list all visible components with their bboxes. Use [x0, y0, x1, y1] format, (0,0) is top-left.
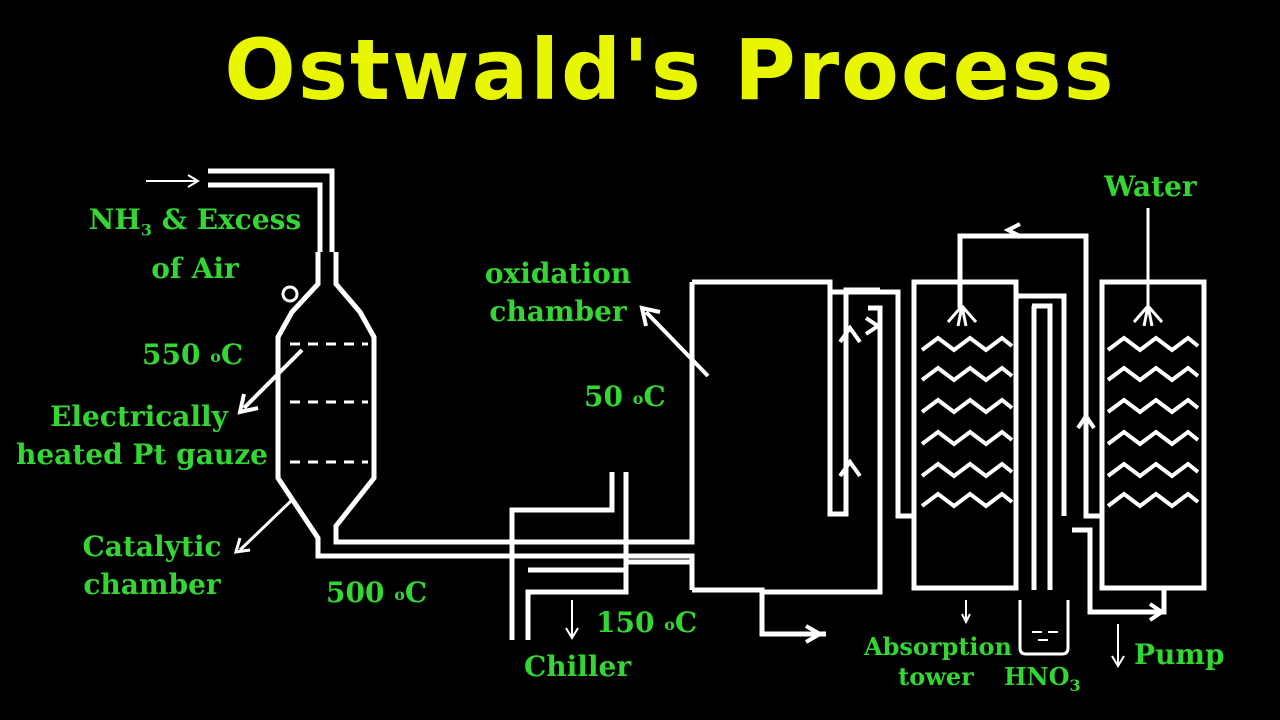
feed-arrow [146, 174, 200, 188]
catalytic-chamber-right [333, 252, 695, 545]
absorption-line2: tower [898, 662, 974, 691]
up-arrow [1076, 412, 1096, 430]
pt-gauze-label: Electrically heated Pt gauze [16, 398, 268, 474]
oxidation-chamber-label: oxidation chamber [484, 255, 632, 331]
temp-50-degree: o [632, 389, 644, 408]
inlet-valve [281, 285, 299, 303]
down-arrows [565, 600, 1125, 668]
temp-550-label: 550 oC [142, 336, 243, 374]
feed-label-sub: 3 [140, 220, 152, 240]
sprayers [946, 305, 1164, 327]
temp-50-label: 50 oC [584, 378, 666, 416]
catalytic-chamber-label: Catalytic chamber [80, 528, 224, 604]
temp-500-degree: o [394, 585, 405, 604]
temp-150-degree: o [664, 615, 675, 634]
feed-label-rest: & Excess [152, 203, 302, 236]
pump-label: Pump [1134, 638, 1225, 671]
pt-gauze-line2: heated Pt gauze [16, 438, 268, 471]
chiller-label: Chiller [524, 650, 632, 683]
temp-550-unit: C [220, 338, 244, 371]
temp-50-value: 50 [584, 380, 633, 413]
absorption-line1: Absorption [864, 632, 1013, 661]
chiller-unit [509, 472, 692, 640]
pointer-arrows [233, 305, 710, 554]
absorption-tower-2 [1072, 208, 1207, 615]
hno3-label: HNO3 [1004, 662, 1081, 701]
hno3-text: HNO [1004, 662, 1070, 691]
temp-150-label: 150 oC [596, 604, 697, 642]
oxidation-line2: chamber [489, 295, 627, 328]
temp-500-unit: C [404, 576, 428, 609]
pt-gauze-line1: Electrically [50, 400, 228, 433]
catalytic-line1: Catalytic [82, 530, 222, 563]
catalytic-line2: chamber [83, 568, 221, 601]
temp-500-value: 500 [326, 576, 395, 609]
page-title: Ostwald's Process [224, 21, 1116, 119]
temp-50-unit: C [643, 380, 666, 413]
hno3-beaker [1018, 600, 1070, 656]
oxidation-chamber-box [692, 279, 914, 637]
hno3-sub: 3 [1069, 675, 1081, 695]
temp-150-unit: C [674, 606, 698, 639]
temp-550-value: 550 [142, 338, 211, 371]
temp-500-label: 500 oC [326, 574, 427, 612]
temp-550-degree: o [210, 347, 221, 366]
feed-label: NH3 & Excess of Air [86, 201, 304, 288]
feed-pipe [208, 168, 335, 252]
flow-arrows [805, 316, 882, 644]
catalytic-chamber [275, 252, 695, 590]
oxidation-line1: oxidation [484, 257, 632, 290]
absorption-tower-label: Absorption tower [864, 632, 1012, 692]
pt-gauze [290, 342, 368, 464]
tower-packing [920, 335, 1200, 509]
feed-label-line2: of Air [151, 251, 239, 285]
temp-150-value: 150 [596, 606, 665, 639]
absorption-tower-1 [911, 233, 1102, 591]
water-label: Water [1104, 170, 1197, 203]
pump-return-arrow [1148, 602, 1166, 622]
feed-label-text: NH [88, 203, 141, 236]
recycle-arrow [1003, 222, 1021, 238]
